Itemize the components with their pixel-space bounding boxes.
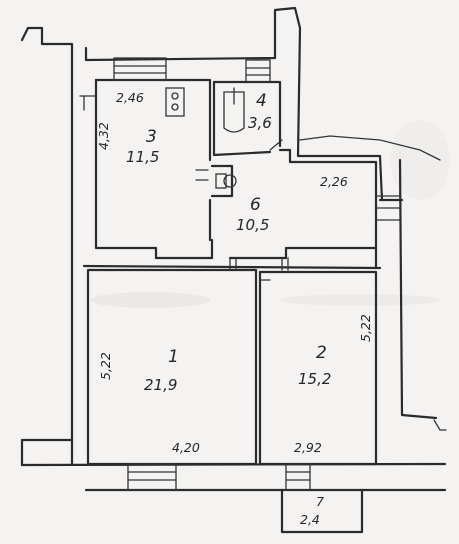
room-walls-lower (82, 246, 382, 466)
dimension-labels: 5,22 4,20 5,22 2,92 4,32 2,46 2,26 (96, 90, 373, 455)
toilet-icon (215, 173, 237, 189)
room-3-width-dim: 2,46 (116, 90, 144, 105)
room-1-width-dim: 4,20 (172, 440, 200, 455)
room-2-label: 2 15,2 (298, 343, 331, 388)
bathtub-icon (223, 87, 245, 133)
room-1-label: 1 21,9 (144, 347, 179, 394)
room-2-width-dim: 2,92 (294, 440, 322, 455)
room-2-area: 15,2 (298, 370, 331, 388)
outer-walls (20, 6, 447, 492)
room-2-number: 2 (316, 343, 327, 363)
room-3-area: 11,5 (126, 148, 159, 166)
room-1-area: 21,9 (144, 376, 177, 394)
room-6-label: 6 10,5 (236, 195, 269, 234)
room-3-height-dim: 4,32 (96, 122, 111, 150)
room-2-height-dim: 5,22 (358, 314, 373, 342)
room-3-label: 3 11,5 (126, 127, 159, 166)
room-4-number: 4 (256, 91, 267, 111)
room-6-area: 10,5 (236, 216, 269, 234)
stove-icon (165, 87, 185, 117)
room-3-number: 3 (146, 127, 157, 147)
fixtures (79, 87, 289, 281)
room-4-label: 4 3,6 (248, 91, 272, 132)
windows (113, 57, 401, 491)
balcony (280, 488, 364, 534)
door-marks (79, 95, 289, 281)
window-bottom-left (127, 463, 177, 491)
window-right-entry (375, 195, 401, 221)
room-7-number: 7 (316, 494, 324, 509)
window-top-right (245, 59, 271, 83)
room-7-label: 7 2,4 (300, 494, 324, 527)
room-7-area: 2,4 (300, 512, 320, 527)
room-6-number: 6 (250, 195, 261, 215)
room-1-height-dim: 5,22 (98, 352, 113, 380)
room-4-area: 3,6 (248, 114, 272, 132)
room-6-width-dim: 2,26 (320, 174, 348, 189)
window-bottom-right (285, 463, 311, 491)
window-top-left (113, 57, 167, 81)
room-1-number: 1 (168, 347, 179, 367)
